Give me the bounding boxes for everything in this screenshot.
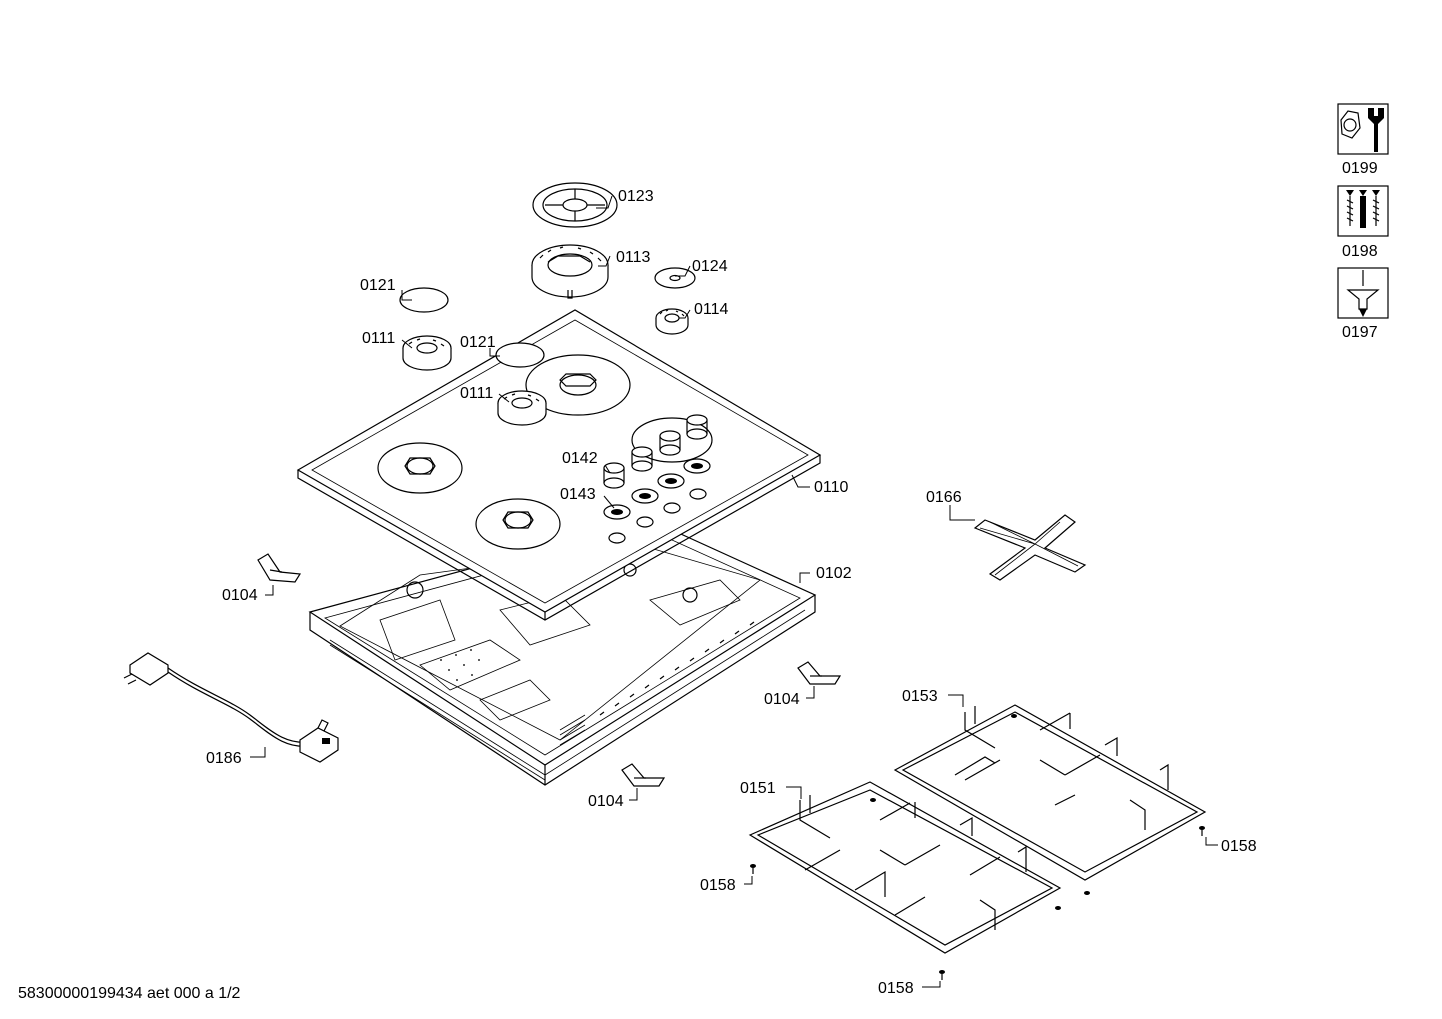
document-id: 58300000199434 aet 000 a 1/2 [18, 985, 241, 1002]
rubber-foot[interactable] [1011, 714, 1017, 718]
callout-0114: 0114 [694, 301, 729, 318]
pan-support-rear[interactable] [893, 704, 1207, 881]
callout-0158: 0158 [1221, 838, 1257, 855]
callout-0111: 0111 [460, 385, 493, 402]
burner-cap-large[interactable] [532, 182, 618, 228]
wok-support[interactable] [973, 514, 1087, 581]
mounting-clamp[interactable] [797, 661, 842, 685]
callout-0104: 0104 [222, 587, 258, 604]
callout-0158: 0158 [878, 980, 914, 997]
callout-0121: 0121 [360, 277, 396, 294]
rubber-foot[interactable] [939, 970, 945, 980]
callout-0113: 0113 [616, 249, 651, 266]
burner-large[interactable] [531, 244, 609, 299]
callout-0121: 0121 [460, 334, 496, 351]
mounting-clamp[interactable] [257, 553, 302, 583]
rubber-foot[interactable] [1084, 891, 1090, 895]
callout-0153: 0153 [902, 688, 938, 705]
callout-0104: 0104 [764, 691, 800, 708]
burner-small-0114[interactable] [655, 308, 689, 335]
callout-0158: 0158 [700, 877, 736, 894]
burner-cap-small-0124[interactable] [654, 267, 696, 289]
legend-wrench-nut[interactable]: 0199 [1337, 103, 1389, 177]
callout-0123: 0123 [618, 188, 654, 205]
legend-code: 0198 [1342, 243, 1378, 260]
knob-bezels[interactable] [603, 458, 711, 520]
legend-screws[interactable]: 0198 [1337, 185, 1389, 260]
pan-support-front[interactable] [748, 781, 1062, 954]
callout-0143: 0143 [560, 486, 596, 503]
rubber-foot[interactable] [870, 798, 876, 802]
legend-code: 0197 [1342, 324, 1378, 341]
callout-0111: 0111 [362, 330, 395, 347]
callout-0151: 0151 [740, 780, 776, 797]
legend-code: 0199 [1342, 160, 1378, 177]
burner-cap-0121-on-hob[interactable] [495, 342, 545, 368]
power-cord[interactable] [123, 652, 339, 763]
legend-screwdriver[interactable]: 0197 [1337, 267, 1389, 341]
callout-0142: 0142 [562, 450, 598, 467]
callout-labels: 0123 0113 0124 0121 0114 0111 0121 0111 … [206, 188, 1257, 997]
leader-lines [250, 195, 1218, 988]
mounting-clamp[interactable] [621, 763, 666, 787]
callout-0102: 0102 [816, 565, 852, 582]
burner-medium-center[interactable] [497, 390, 547, 426]
callout-0166: 0166 [926, 489, 962, 506]
callout-0104: 0104 [588, 793, 624, 810]
rubber-foot[interactable] [750, 864, 756, 874]
rubber-foot[interactable] [1199, 826, 1205, 836]
control-knobs[interactable] [603, 414, 708, 489]
rubber-foot[interactable] [1055, 906, 1061, 910]
burner-cap-0121[interactable] [399, 287, 449, 313]
callout-0124: 0124 [692, 258, 728, 275]
callout-0110: 0110 [814, 479, 849, 496]
hob-top-plate[interactable] [296, 309, 822, 621]
burner-medium-left[interactable] [402, 335, 452, 371]
callout-0186: 0186 [206, 750, 242, 767]
